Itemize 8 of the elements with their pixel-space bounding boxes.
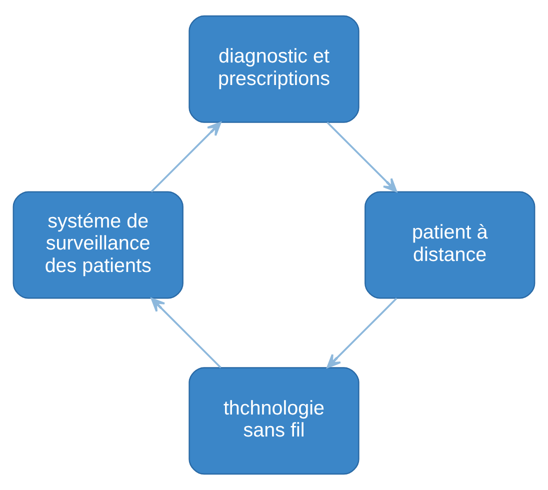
arrow	[150, 122, 222, 192]
arrow	[150, 298, 222, 368]
node-box: systéme de surveillance des patients	[12, 191, 184, 299]
arrow	[326, 122, 398, 192]
arrow	[326, 298, 398, 368]
node-box: thchnologie sans fil	[188, 367, 360, 475]
node-box: diagnostic et prescriptions	[188, 15, 360, 123]
node-box: patient à distance	[364, 191, 536, 299]
